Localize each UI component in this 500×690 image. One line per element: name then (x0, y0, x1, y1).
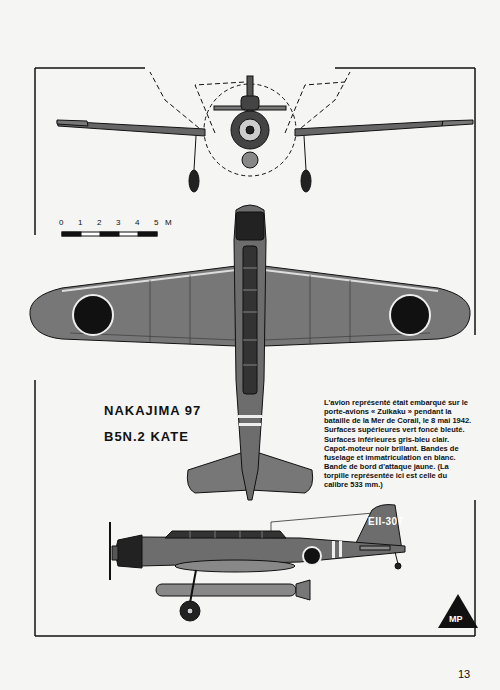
scale-number: 2 (97, 218, 101, 227)
logo-letters: MP (449, 614, 463, 624)
publisher-logo (438, 594, 478, 628)
scale-number: 0 (59, 218, 63, 227)
scale-bar (62, 232, 157, 236)
scale-number: 4 (135, 218, 139, 227)
scale-unit: M (165, 218, 172, 227)
front-view (57, 72, 473, 192)
page-number: 13 (458, 668, 470, 680)
scale-number: 3 (116, 218, 120, 227)
tail-code: EII-307 (368, 516, 404, 527)
caption-text: L'avion représenté était embarqué sur le… (324, 398, 472, 489)
aircraft-title: NAKAJIMA 97 B5N.2 KATE (104, 398, 222, 450)
page-frame (35, 68, 475, 636)
scale-number: 5 (154, 218, 158, 227)
scale-number: 1 (78, 218, 82, 227)
side-view (110, 505, 405, 621)
